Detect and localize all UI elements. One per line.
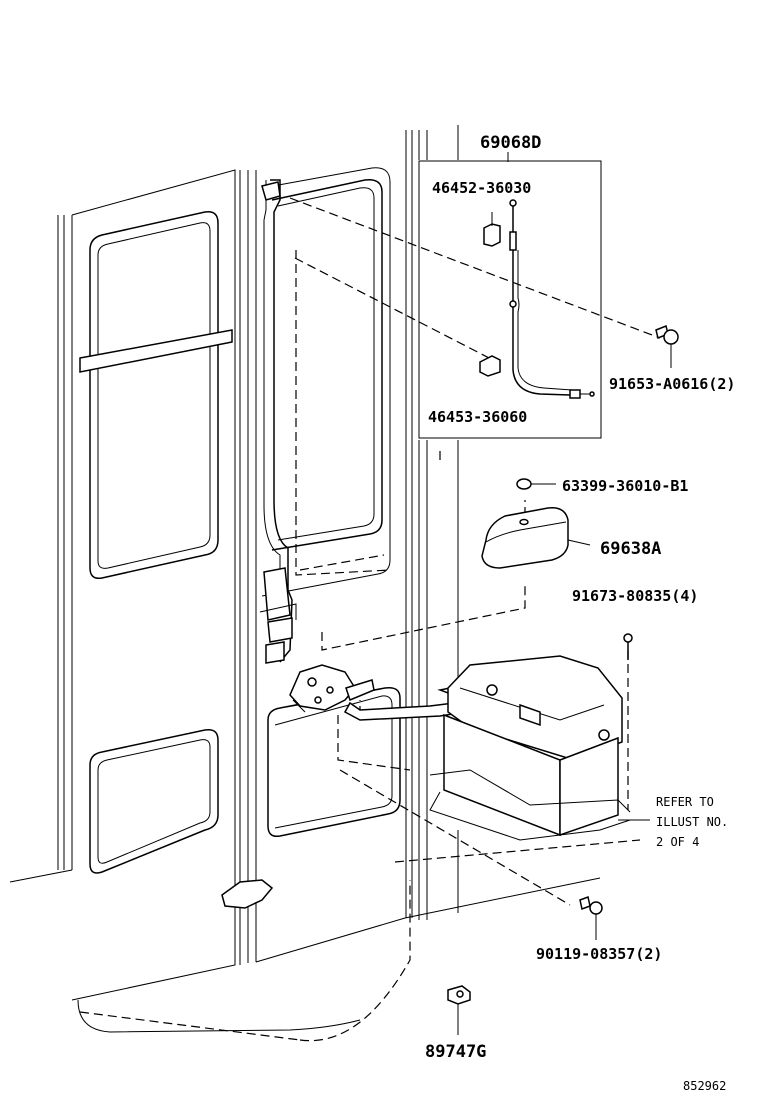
bolt-battery-part: [623, 633, 633, 660]
screw-lower-part: [579, 895, 603, 940]
grommet-part: [516, 478, 556, 490]
bracket-lower-part: [479, 355, 501, 377]
label-cover: 69638A: [600, 539, 661, 559]
vehicle-body: [9, 125, 601, 1033]
label-bolt-battery: 91673-80835(4): [572, 587, 698, 605]
reference-line-3: 2 OF 4: [656, 835, 699, 849]
assembly-69068D: [418, 152, 602, 439]
battery-box: [429, 655, 650, 841]
label-assembly: 69068D: [480, 133, 541, 153]
cover-part: [481, 507, 591, 569]
clip-part: [447, 985, 471, 1035]
reference-line-1: REFER TO: [656, 795, 714, 809]
label-grommet: 63399-36010-B1: [562, 477, 688, 495]
label-clip: 89747G: [425, 1042, 486, 1062]
screw-upper-part: [655, 324, 679, 368]
bracket-upper-part: [483, 223, 501, 247]
label-bracket-lower: 46453-36060: [428, 408, 527, 426]
label-screw-lower: 90119-08357(2): [536, 945, 662, 963]
cable-routing: [259, 179, 297, 664]
illustration-number: 852962: [683, 1079, 726, 1093]
hidden-outline: [79, 197, 661, 1042]
label-screw-upper: 91653-A0616(2): [609, 375, 735, 393]
label-bracket-upper: 46452-36030: [432, 179, 531, 197]
reference-line-2: ILLUST NO.: [656, 815, 728, 829]
